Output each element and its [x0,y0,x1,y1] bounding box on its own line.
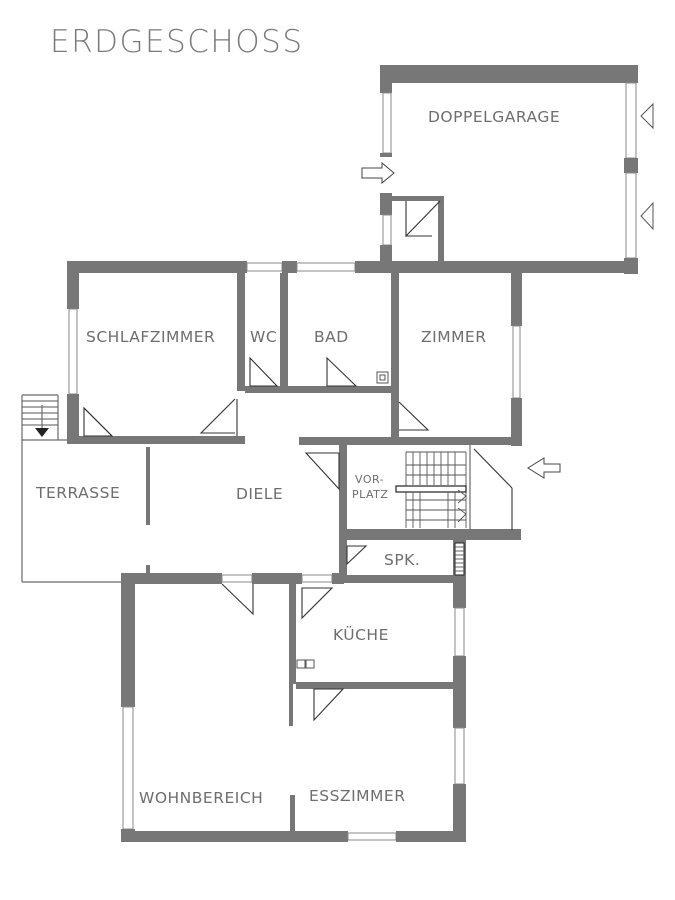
garage-window-west [382,92,392,154]
garage-gate-arrow-1 [640,102,654,130]
garage-door-1 [625,82,637,159]
stair-down-arrow-icon [35,428,49,437]
zimmer-walls [299,261,522,446]
living-walls [121,573,466,842]
room-label-esszimmer: ESSZIMMER [309,787,405,805]
schlafzimmer-walls [67,261,245,444]
room-label-vorplatz-line1: VOR- [355,473,384,486]
room-label-schlafzimmer: SCHLAFZIMMER [86,328,215,346]
spk-walls [339,540,466,583]
room-label-bad: BAD [314,328,349,346]
terrace [21,394,150,583]
wc-bad-walls [245,273,399,443]
vorplatz-walls [339,445,521,540]
room-label-doppelgarage: DOPPELGARAGE [428,108,560,126]
room-label-diele: DIELE [236,485,283,503]
garage-door-2 [625,172,637,259]
north-walls [67,261,638,273]
room-label-zimmer: ZIMMER [421,328,487,346]
room-label-terrasse: TERRASSE [35,484,120,502]
room-label-wohnbereich: WOHNBEREICH [139,789,263,807]
room-label-vorplatz-line2: PLATZ [352,488,388,501]
entry-arrow-icon [527,457,561,479]
garage-gate-arrow-2 [640,201,654,231]
garage-entry-arrow-icon [361,161,395,185]
staircase [395,451,467,528]
room-label-spk: SPK. [384,551,420,569]
plan-title: ERDGESCHOSS [50,24,304,60]
door-swings [83,356,430,722]
garage-inner-door [405,200,441,238]
entrance-door [469,445,513,530]
room-label-kueche: KÜCHE [333,625,389,644]
room-label-wc: WC [250,328,277,346]
garage-walls [380,65,638,274]
